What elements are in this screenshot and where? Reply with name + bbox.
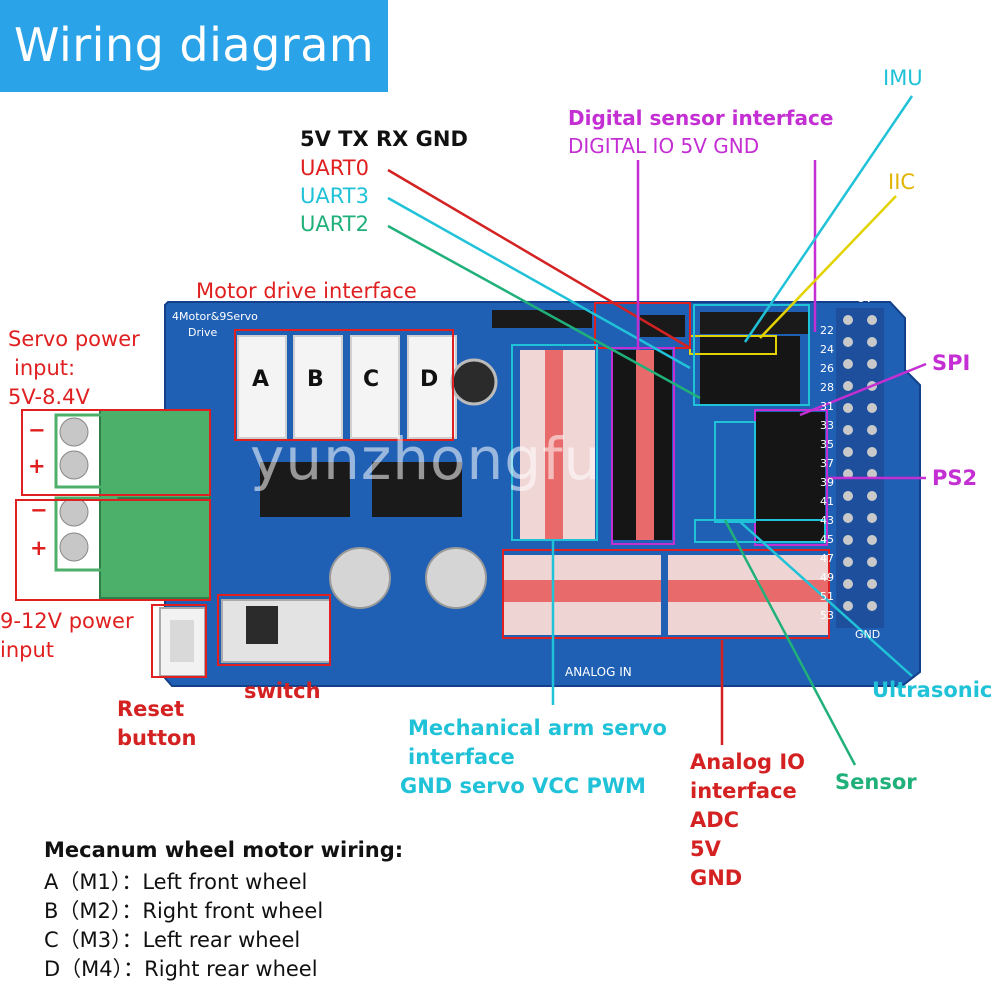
- uart-header-label: 5V TX RX GND: [300, 127, 468, 151]
- polarity-minus-bottom: −: [30, 498, 48, 522]
- pin-number-label: 51: [820, 590, 834, 603]
- analog-line2: interface: [690, 779, 797, 803]
- uart2-label: UART2: [300, 212, 369, 236]
- spi-label: SPI: [932, 351, 971, 375]
- leader-lines: [387, 95, 927, 766]
- motor-port-b: B: [307, 367, 324, 392]
- watermark: yunzhongfu: [250, 425, 602, 493]
- board-5v: 5V: [858, 292, 873, 305]
- servo-power-line3: 5V-8.4V: [8, 385, 90, 409]
- polarity-minus-top: −: [28, 418, 46, 442]
- reset-button-shape: [159, 607, 206, 677]
- pin-number-label: 22: [820, 324, 834, 337]
- pin-number-label: 35: [820, 438, 834, 451]
- reset-label-line1: Reset: [117, 697, 185, 721]
- servo-header-block: [520, 350, 672, 540]
- pin-number-label: 53: [820, 609, 834, 622]
- digital-sensor-title: Digital sensor interface: [568, 106, 834, 130]
- pin-number-label: 49: [820, 571, 834, 584]
- capacitors-bottom: [329, 547, 487, 609]
- legend-row-a: A（M1）：Left front wheel: [44, 870, 308, 894]
- analog-line5: GND: [690, 866, 743, 890]
- pin-number-label: 33: [820, 419, 834, 432]
- iic-label: IIC: [888, 170, 916, 194]
- pin-number-label: 24: [820, 343, 834, 356]
- pin-number-labels: 22 24 26 28 31 33 35 37 39 41 43 45 47 49 51 53: [820, 324, 834, 622]
- page-title: Wiring diagram: [14, 18, 375, 72]
- driver-chips: [260, 462, 462, 517]
- title-banner: [0, 0, 388, 92]
- power-input-line1: 9-12V power: [0, 609, 134, 633]
- analog-header-row: [503, 555, 828, 635]
- ultrasonic-label: Ultrasonic: [872, 678, 993, 702]
- board-analog-in: ANALOG IN: [565, 665, 632, 679]
- motor-port-a: A: [252, 367, 270, 392]
- analog-line4: 5V: [690, 837, 721, 861]
- arm-servo-line3: GND servo VCC PWM: [400, 774, 646, 798]
- highlight-boxes: [15, 302, 830, 678]
- motor-port-c: C: [363, 367, 380, 392]
- motor-drive-label: Motor drive interface: [196, 279, 417, 303]
- sensor-label: Sensor: [835, 770, 917, 794]
- board-gnd: GND: [855, 628, 880, 641]
- analog-line1: Analog IO: [690, 750, 806, 774]
- motor-connectors: [237, 335, 457, 439]
- legend-title: Mecanum wheel motor wiring:: [44, 838, 404, 862]
- arm-servo-line1: Mechanical arm servo: [408, 716, 667, 740]
- arm-servo-line2: interface: [408, 745, 515, 769]
- digital-sensor-pins: DIGITAL IO 5V GND: [568, 134, 760, 158]
- reset-label-line2: button: [117, 726, 197, 750]
- servo-power-line1: Servo power: [8, 327, 140, 351]
- board-drive: Drive: [188, 326, 218, 339]
- pin-number-label: 45: [820, 533, 834, 546]
- digital-pin-column: [836, 308, 884, 628]
- spi-ps2-header: [755, 412, 825, 542]
- terminal-blocks: [54, 409, 211, 599]
- capacitor-top: [450, 358, 498, 406]
- switch-label: switch: [244, 679, 321, 703]
- pin-number-label: 37: [820, 457, 834, 470]
- board-name: 4Motor&9Servo: [172, 310, 258, 323]
- polarity-plus-top: +: [28, 454, 46, 478]
- servo-power-line2: input:: [14, 356, 76, 380]
- polarity-plus-bottom: +: [30, 536, 48, 560]
- imu-label: IMU: [883, 66, 923, 90]
- ps2-label: PS2: [932, 466, 978, 490]
- pin-number-label: 26: [820, 362, 834, 375]
- pin-number-label: 28: [820, 381, 834, 394]
- legend-row-d: D（M4）：Right rear wheel: [44, 957, 318, 981]
- pin-number-label: 41: [820, 495, 834, 508]
- legend-row-c: C（M3）：Left rear wheel: [44, 928, 301, 952]
- power-input-line2: input: [0, 638, 55, 662]
- pin-number-label: 39: [820, 476, 834, 489]
- power-switch: [221, 599, 331, 663]
- pin-number-label: 47: [820, 552, 834, 565]
- analog-line3: ADC: [690, 808, 740, 832]
- pin-number-label: 31: [820, 400, 834, 413]
- uart3-label: UART3: [300, 184, 369, 208]
- legend-row-b: B（M2）：Right front wheel: [44, 899, 324, 923]
- motor-port-d: D: [420, 367, 439, 392]
- uart0-label: UART0: [300, 156, 369, 180]
- pin-number-label: 43: [820, 514, 834, 527]
- imu-iic-header: [689, 335, 800, 406]
